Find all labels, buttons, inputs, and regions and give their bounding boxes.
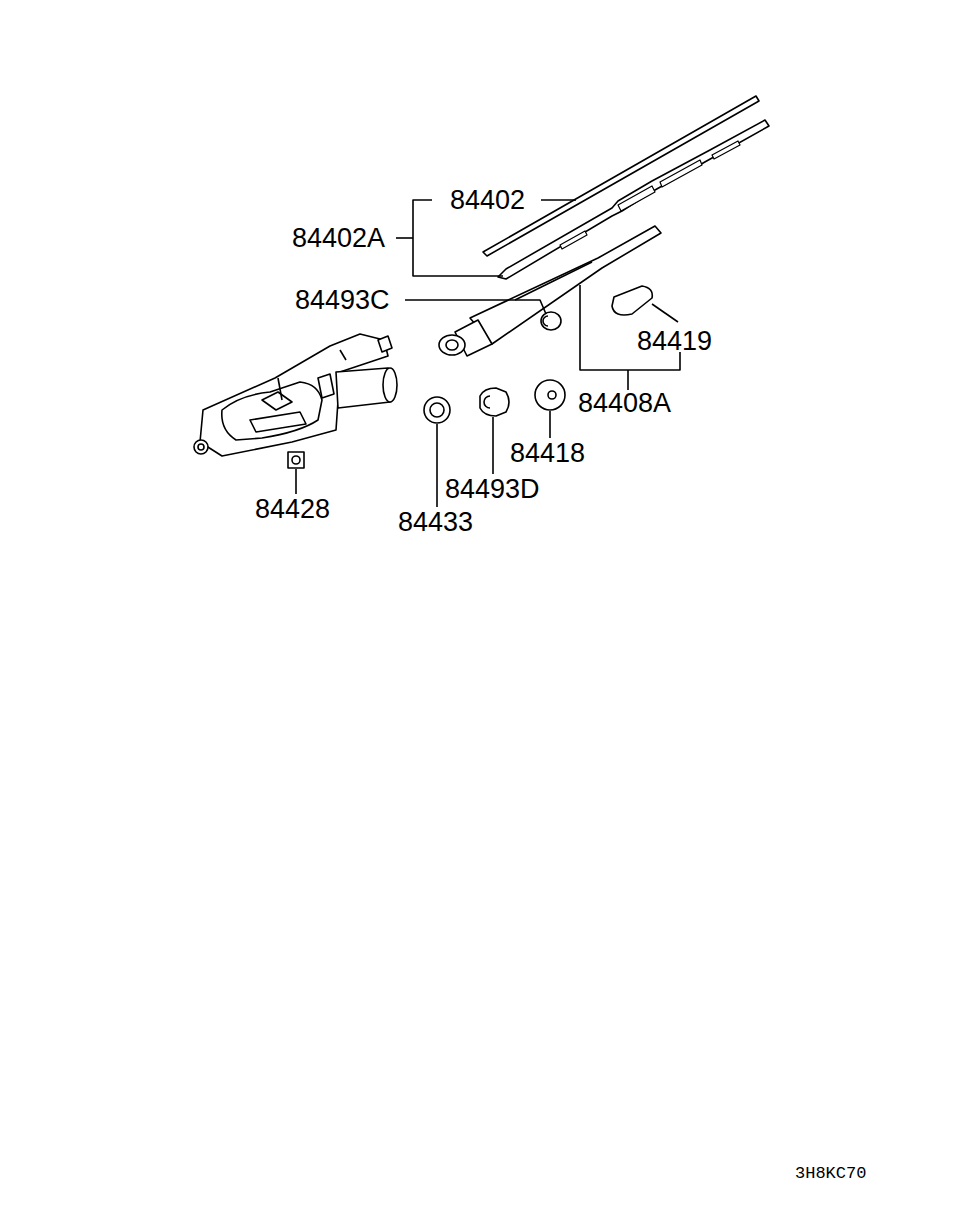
housing-line <box>340 350 346 360</box>
gear-cover <box>262 392 292 410</box>
drawing-code: 3H8KC70 <box>795 1165 866 1182</box>
gear-housing <box>222 382 322 440</box>
washer <box>424 397 450 423</box>
grommet <box>194 440 208 454</box>
callout-number: 84419 <box>637 328 712 355</box>
arm-pivot <box>439 335 465 355</box>
callout-number: 84493D <box>445 476 540 503</box>
arm-cap <box>612 286 652 315</box>
callout-number: 84408A <box>578 390 671 417</box>
motor-end <box>383 368 397 402</box>
bushing <box>480 388 509 416</box>
cap <box>535 380 565 410</box>
callout-number: 84402A <box>292 225 385 252</box>
callout-number: 84418 <box>510 440 585 467</box>
bushing-slot <box>484 396 490 408</box>
callout-number: 84428 <box>255 496 330 523</box>
cap-center <box>548 391 556 399</box>
housing-line <box>278 378 282 400</box>
link-rod <box>250 412 306 432</box>
mount-stud <box>378 336 392 352</box>
bushing <box>541 312 561 330</box>
callout-number: 84493C <box>295 287 390 314</box>
wiper-arm <box>470 226 661 344</box>
washer-hole <box>430 403 444 417</box>
grommet-hole <box>198 444 204 450</box>
arm-pivot-hole <box>446 340 458 350</box>
bushing-slot <box>543 316 548 326</box>
grommet <box>288 452 304 468</box>
connector <box>318 374 334 398</box>
blade-frame <box>498 120 769 279</box>
callout-number: 84433 <box>398 509 473 536</box>
blade-refill <box>483 96 759 256</box>
callout-number: 84402 <box>450 187 525 214</box>
grommet-hole <box>292 456 300 464</box>
